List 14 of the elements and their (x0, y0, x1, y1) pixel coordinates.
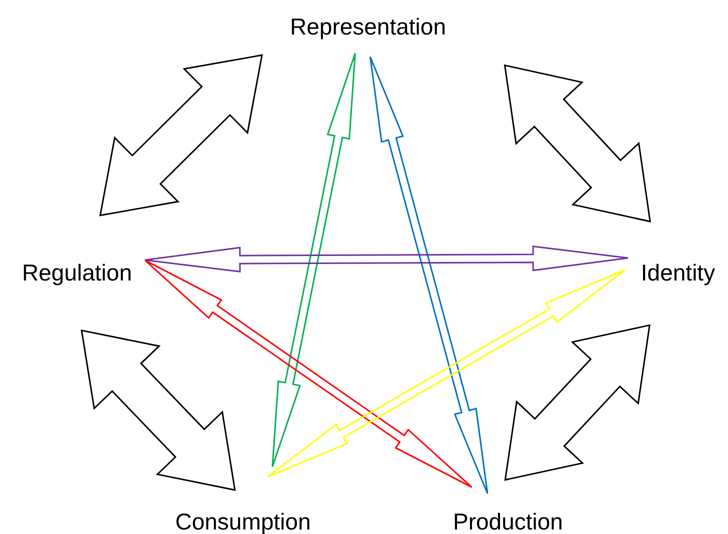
concept-label: Consumption (175, 509, 311, 534)
concept-label: Regulation (22, 260, 132, 286)
concept-label: Production (453, 509, 563, 534)
double-arrow (99, 54, 263, 216)
double-arrow (144, 260, 473, 488)
double-arrow (267, 269, 626, 478)
concept-label: Representation (290, 14, 446, 40)
double-arrow (272, 52, 356, 468)
double-arrow (504, 64, 651, 222)
double-arrow (144, 246, 629, 272)
double-arrow (80, 329, 236, 491)
concept-label: Identity (640, 260, 716, 286)
double-arrow (504, 324, 650, 481)
double-arrow (369, 56, 488, 494)
